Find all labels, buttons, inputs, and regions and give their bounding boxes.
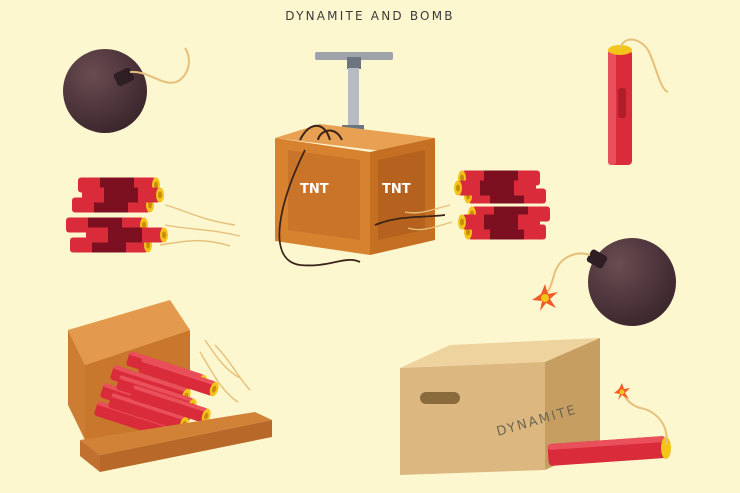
dynamite-stick-lying	[547, 383, 671, 466]
page-title: DYNAMITE AND BOMB	[285, 9, 455, 23]
cardboard-box: DYNAMITE	[400, 338, 600, 475]
detonator-box: TNT TNT	[275, 52, 446, 267]
open-dynamite-box	[68, 300, 272, 472]
dynamite-stick-upright	[608, 38, 669, 165]
dynamite-bundle-left	[66, 177, 241, 253]
dynamite-bundle-right	[404, 170, 550, 240]
detonator-label-front: TNT	[300, 182, 329, 197]
bomb-lit	[532, 238, 676, 326]
bomb-top-left	[63, 47, 190, 133]
detonator-label-side: TNT	[382, 182, 411, 197]
